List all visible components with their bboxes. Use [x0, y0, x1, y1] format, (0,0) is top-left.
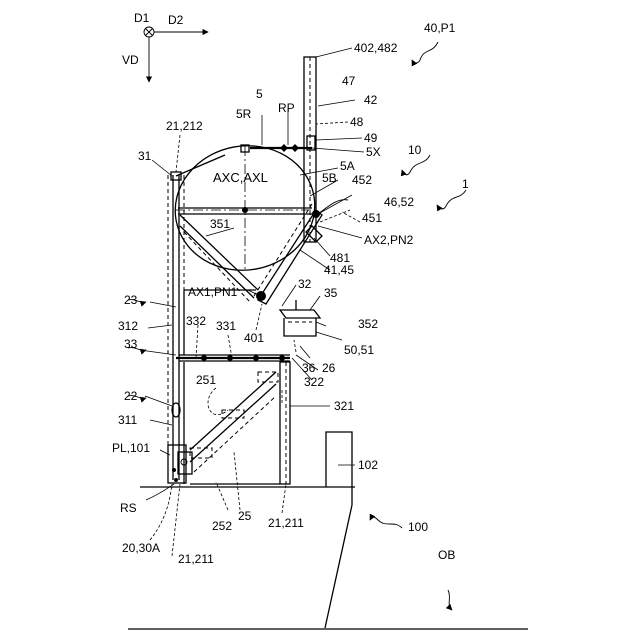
label-5: 5 [256, 87, 263, 101]
label-252: 252 [212, 519, 232, 533]
label-251: 251 [196, 373, 216, 387]
label-351: 351 [210, 217, 230, 231]
label-32: 32 [298, 277, 312, 291]
label-33: 33 [124, 337, 138, 351]
label-401: 401 [244, 331, 264, 345]
label-100: 100 [408, 520, 428, 534]
label-46-52: 46,52 [384, 195, 414, 209]
label-321: 321 [334, 399, 354, 413]
label-322: 322 [304, 375, 324, 389]
label-ax1-pn1: AX1,PN1 [188, 285, 238, 299]
label-22: 22 [124, 389, 138, 403]
label-41-45: 41,45 [324, 263, 354, 277]
label-5x: 5X [366, 145, 381, 159]
label-31: 31 [138, 149, 152, 163]
label-vd: VD [122, 53, 139, 67]
label-5a: 5A [340, 159, 355, 173]
label-rp: RP [278, 101, 295, 115]
label-pl-101: PL,101 [112, 441, 150, 455]
label-47: 47 [342, 74, 356, 88]
label-102: 102 [358, 458, 378, 472]
base-structure [128, 432, 528, 629]
direction-indicator [144, 27, 208, 82]
label-352: 352 [358, 317, 378, 331]
label-ob: OB [438, 548, 455, 562]
label-40-p1: 40,P1 [424, 21, 456, 35]
label-21-211-b: 21,211 [178, 552, 214, 566]
label-35: 35 [324, 286, 338, 300]
label-20-30a: 20,30A [122, 541, 160, 555]
label-332: 332 [186, 314, 206, 328]
label-451: 451 [362, 211, 382, 225]
drum-5 [165, 135, 324, 281]
ground-fixture-pl [168, 445, 192, 483]
label-rs: RS [120, 501, 137, 515]
label-21-212: 21,212 [166, 119, 203, 133]
label-36: 36 [302, 361, 316, 375]
label-25: 25 [238, 509, 252, 523]
label-50-51: 50,51 [344, 343, 374, 357]
label-452: 452 [352, 173, 372, 187]
housing-35 [280, 300, 320, 336]
label-48: 48 [350, 115, 364, 129]
label-1: 1 [462, 177, 469, 191]
label-49: 49 [364, 131, 378, 145]
label-d2: D2 [168, 13, 184, 27]
label-d1: D1 [134, 11, 150, 25]
label-311: 311 [118, 413, 137, 427]
label-ax2-pn2: AX2,PN2 [364, 233, 414, 247]
lever-arm-41 [254, 204, 322, 304]
label-10: 10 [408, 143, 422, 157]
cable-46 [318, 200, 350, 222]
label-axc-axl: AXC,AXL [213, 170, 268, 185]
label-402-482: 402,482 [354, 41, 398, 55]
label-331: 331 [216, 319, 236, 333]
label-21-211-a: 21,211 [268, 516, 304, 530]
label-23: 23 [124, 293, 138, 307]
label-5b: 5B [322, 171, 337, 185]
label-312: 312 [118, 319, 138, 333]
label-5r: 5R [236, 107, 252, 121]
label-42: 42 [364, 93, 378, 107]
label-26: 26 [322, 361, 336, 375]
